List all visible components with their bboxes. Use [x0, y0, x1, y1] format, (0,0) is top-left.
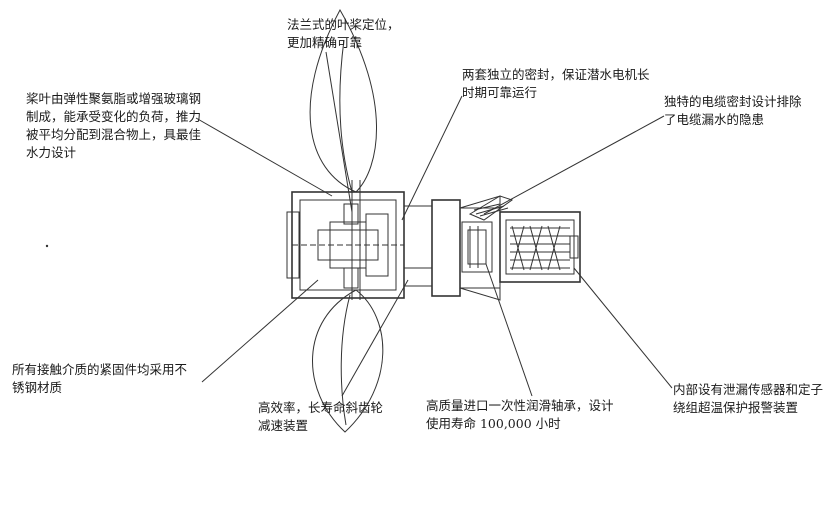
- leader-gear: [341, 279, 409, 397]
- label-blade-material: 桨叶由弹性聚氨脂或增强玻璃钢 制成，能承受变化的负荷，推力 被平均分配到混合物上…: [26, 91, 202, 160]
- label-helical-gear: 高效率，长寿命斜齿轮 减速装置: [258, 400, 384, 433]
- upper-blade: [309, 8, 377, 193]
- leader-seal: [401, 95, 463, 221]
- label-cable-seal: 独特的电缆密封设计排除 了电缆漏水的隐患: [664, 94, 802, 127]
- label-bearing: 高质量进口一次性润滑轴承，设计 使用寿命 100,000 小时: [426, 398, 614, 431]
- leader-sensor: [573, 267, 673, 389]
- lower-blade: [312, 289, 384, 433]
- leader-bottom-left: [201, 279, 319, 383]
- connecting-tube: [403, 205, 433, 287]
- upper-blade-inner-line: [339, 39, 353, 193]
- lower-blade-inner-line: [340, 294, 351, 426]
- motor-flange: [431, 199, 461, 297]
- cable-gland: [468, 195, 514, 221]
- leader-top: [325, 51, 353, 213]
- label-stainless-fasteners: 所有接触介质的紧固件均采用不 锈钢材质: [12, 362, 188, 395]
- leader-left: [195, 117, 333, 197]
- stray-dot: [45, 244, 49, 248]
- label-blade-positioning: 法兰式的叶桨定位， 更加精确可靠: [287, 17, 400, 50]
- leader-bearing: [485, 263, 533, 397]
- leader-cable: [483, 115, 665, 215]
- label-double-seal: 两套独立的密封，保证潜水电机长 时期可靠运行: [462, 67, 650, 100]
- label-leak-sensor: 内部设有泄漏传感器和定子 绕组超温保护报警装置: [673, 382, 824, 415]
- motor-housing: [499, 211, 581, 283]
